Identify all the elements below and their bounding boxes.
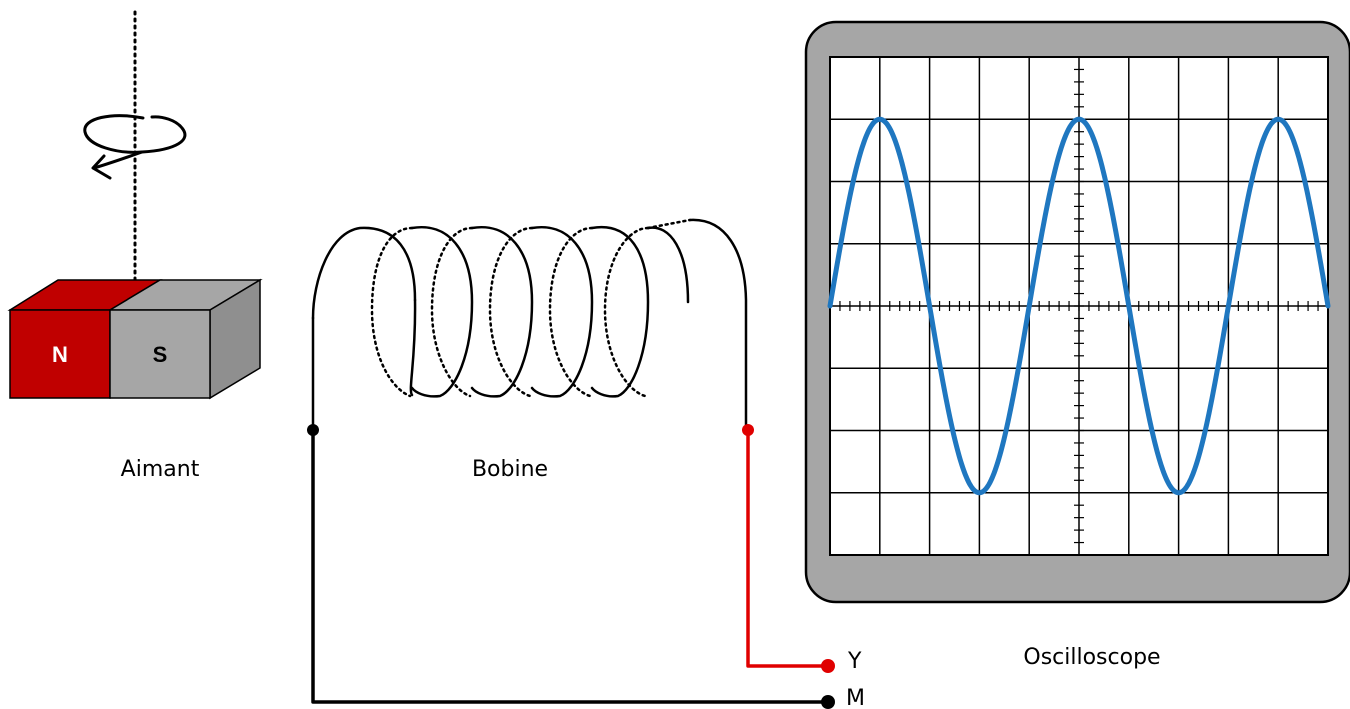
coil-terminal-right: [742, 424, 754, 436]
magnet: N S: [7, 278, 263, 400]
rotation-arrow-icon: [83, 114, 187, 180]
oscilloscope-label: Oscilloscope: [1023, 645, 1160, 670]
wire-m: [311, 430, 828, 704]
magnet-north-face: [9, 309, 111, 399]
coil: [311, 218, 748, 432]
coil-turn-back: [646, 218, 692, 230]
coil-terminal-left: [307, 424, 319, 436]
magnet-south-face: [109, 309, 211, 399]
coil-turn-back: [603, 226, 650, 398]
coil-turn-front: [311, 226, 417, 320]
coil-turn-back: [488, 226, 534, 398]
coil-turn-back: [370, 226, 414, 398]
coil-turn-back: [548, 226, 594, 398]
circuit-wires: [311, 430, 828, 704]
magnet-north-label: N: [52, 342, 68, 367]
terminal-m-dot: [821, 695, 835, 709]
terminal-m-label: M: [846, 686, 865, 709]
coil-turn-front: [409, 298, 417, 397]
coil-turn-front: [688, 218, 748, 432]
oscilloscope: [804, 20, 1350, 604]
terminal-y-label: Y: [847, 649, 862, 674]
magnet-label: Aimant: [121, 457, 200, 482]
coil-turn-back: [430, 226, 474, 398]
magnet-south-label: S: [153, 342, 168, 367]
coil-turn-front: [590, 225, 650, 398]
coil-label: Bobine: [472, 457, 548, 482]
oscilloscope-trace: [827, 116, 1331, 496]
terminal-y-dot: [821, 659, 835, 673]
wire-y: [746, 430, 828, 668]
coil-turn-front: [646, 226, 690, 304]
